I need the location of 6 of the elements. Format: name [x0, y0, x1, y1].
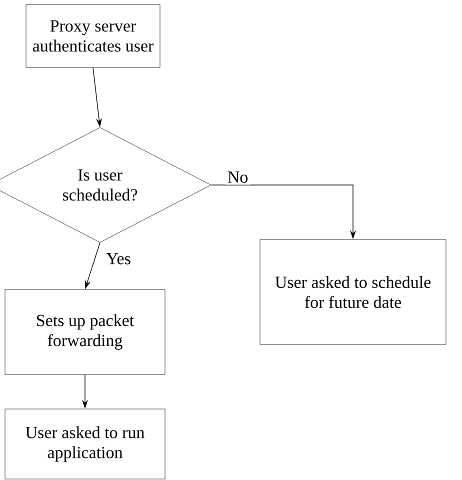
edge-label: Yes	[104, 251, 133, 266]
edge-label: No	[225, 170, 250, 185]
process-box: Proxy server authenticates user	[26, 4, 160, 68]
process-box: Sets up packet forwarding	[4, 289, 166, 375]
process-box: User asked to run application	[4, 408, 166, 480]
process-box: User asked to schedule for future date	[260, 239, 446, 345]
